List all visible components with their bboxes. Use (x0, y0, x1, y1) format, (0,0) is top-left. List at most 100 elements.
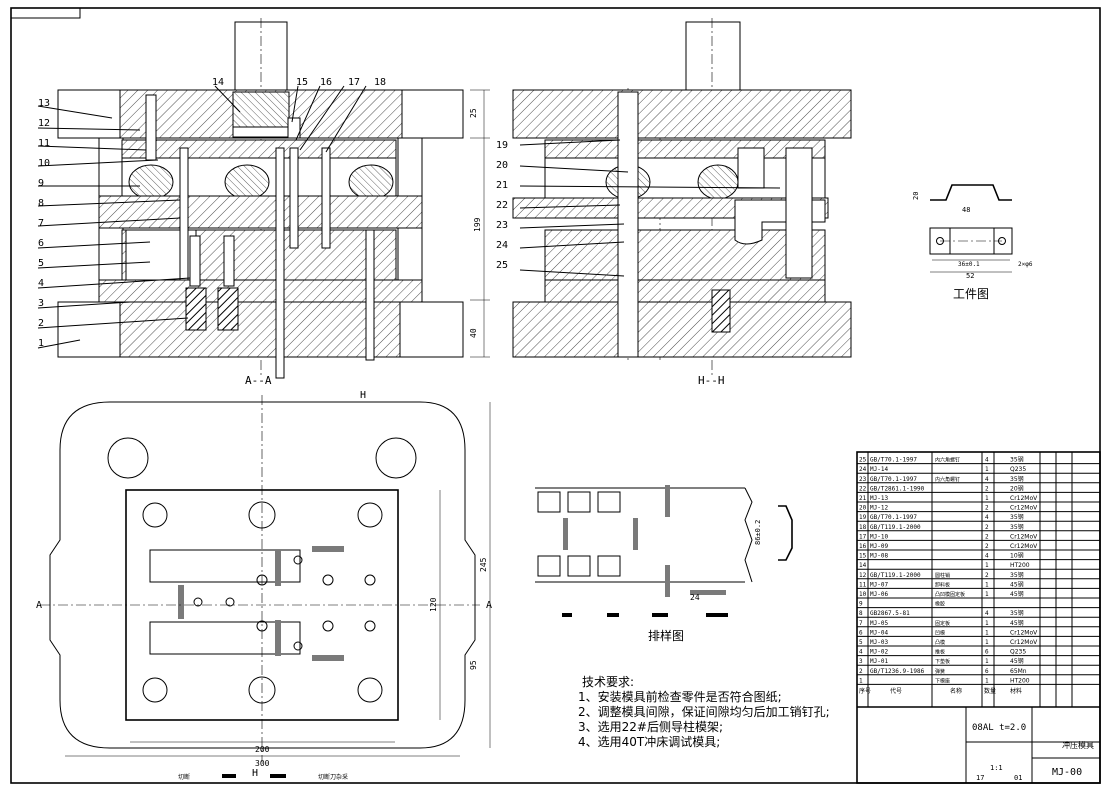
bom-qty: 2 (985, 533, 989, 540)
bom-qty: 1 (985, 629, 989, 636)
bom-qty: 4 (985, 514, 989, 521)
bom-no: 14 (859, 562, 867, 569)
bom-name: 卸料板 (935, 581, 950, 588)
part-number-24: 24 (496, 240, 508, 251)
technical-requirements: 技术要求: 1、安装模具前检查零件是否符合图纸; 2、调整模具间隙，保证间隙均匀… (578, 675, 830, 749)
bom-no: 22 (859, 485, 867, 492)
plan-label-a-left: A (36, 600, 42, 611)
bom-name: 凹模 (935, 629, 945, 636)
title-sheet-b: 01 (1014, 774, 1022, 782)
bom-no: 8 (859, 610, 863, 617)
bottom-note-left: 切断 (178, 773, 190, 781)
bom-code: MJ-13 (870, 495, 888, 502)
part-number-1: 1 (38, 338, 44, 349)
part-number-11: 11 (38, 138, 50, 149)
dim-24: 24 (690, 593, 700, 602)
bom-code: MJ-05 (870, 620, 888, 627)
bom-name: 凸模 (935, 639, 945, 646)
bom-mat: 45钢 (1010, 619, 1024, 627)
section-aa-view (37, 18, 490, 379)
part-number-3: 3 (38, 298, 44, 309)
bom-code: GB/T70.1-1997 (870, 476, 917, 483)
bom-mat: 35钢 (1010, 523, 1024, 531)
part-number-19: 19 (496, 140, 508, 151)
title-material: 08AL t=2.0 (972, 723, 1026, 733)
bom-name: 内六角螺钉 (935, 457, 960, 464)
bom-qty: 4 (985, 476, 989, 483)
dim-95: 95 (469, 660, 478, 670)
dim-300: 300 (255, 759, 270, 768)
dim-86: 86±0.2 (754, 520, 762, 545)
sheet-tab (11, 8, 81, 19)
bom-code: GB/T70.1-1997 (870, 514, 917, 521)
bom-mat: Cr12MoV (1010, 495, 1038, 502)
title-drawing-no: MJ-00 (1052, 767, 1082, 778)
bom-qty: 1 (985, 591, 989, 598)
dimensions: 25 199 40 245 120 95 200 300 24 86±0.2 2… (255, 108, 1033, 768)
bom-code: MJ-08 (870, 553, 888, 560)
bom-no: 1 (859, 677, 863, 684)
tech-item-1: 1、安装模具前检查零件是否符合图纸; (578, 689, 782, 704)
plan-view (40, 395, 491, 778)
part-number-9: 9 (38, 178, 44, 189)
bom-qty: 4 (985, 610, 989, 617)
bom-qty: 1 (985, 581, 989, 588)
bom-name: 凸凹模固定板 (935, 591, 965, 598)
bom-no: 2 (859, 668, 863, 675)
bom-name: 推板 (935, 649, 945, 656)
wp-dim-20: 20 (912, 192, 920, 200)
layout-title: 排样图 (648, 628, 684, 643)
bom-code: MJ-04 (870, 629, 888, 636)
bom-header-cell: 名称 (950, 687, 962, 695)
bom-no: 11 (859, 581, 867, 588)
bom-code: MJ-01 (870, 658, 888, 665)
bom-mat: 35钢 (1010, 456, 1024, 464)
bom-mat: Q235 (1010, 466, 1026, 473)
bom-no: 18 (859, 524, 867, 531)
dim-200: 200 (255, 745, 270, 754)
bom-qty: 1 (985, 658, 989, 665)
part-number-25: 25 (496, 260, 508, 271)
bom-mat: Cr12MoV (1010, 543, 1038, 550)
plan-label-a-right: A (486, 600, 492, 611)
bom-header-cell: 序号 (859, 687, 871, 695)
bom-qty: 6 (985, 649, 989, 656)
bom-qty: 4 (985, 457, 989, 464)
bom-mat: 35钢 (1010, 609, 1024, 617)
plan-label-h-bottom: H (252, 768, 258, 779)
bom-no: 21 (859, 495, 867, 502)
plan-label-h-top: H (360, 390, 366, 401)
bom-code: MJ-12 (870, 505, 888, 512)
wp-dim-phi: 2×φ6 (1018, 261, 1033, 268)
bom-no: 3 (859, 658, 863, 665)
bom-mat: 45钢 (1010, 657, 1024, 665)
bom-code: MJ-09 (870, 543, 888, 550)
bom-mat: 35钢 (1010, 475, 1024, 483)
part-number-17: 17 (348, 77, 360, 88)
bom-mat: Cr12MoV (1010, 505, 1038, 512)
wp-dim-36: 36±0.1 (958, 261, 980, 268)
bom-mat: HT200 (1010, 677, 1030, 684)
bom-mat: Cr12MoV (1010, 629, 1038, 636)
dim-245: 245 (479, 557, 488, 572)
bom-qty: 6 (985, 668, 989, 675)
bom-name: 弹簧 (935, 668, 945, 675)
bom-mat: Q235 (1010, 649, 1026, 656)
part-number-7: 7 (38, 218, 44, 229)
bom-no: 12 (859, 572, 867, 579)
part-number-10: 10 (38, 158, 50, 169)
bom-name: 下垫板 (935, 658, 950, 665)
bom-header-cell: 代号 (890, 687, 902, 695)
bom-name: 固定板 (935, 620, 950, 627)
bom-qty: 4 (985, 553, 989, 560)
bom-code: GB/T70.1-1997 (870, 457, 917, 464)
strip-layout (535, 485, 793, 617)
part-number-18: 18 (374, 77, 386, 88)
bom-no: 15 (859, 553, 867, 560)
bom-code: MJ-10 (870, 533, 888, 540)
section-hh-label: H--H (698, 374, 725, 387)
part-number-13: 13 (38, 98, 50, 109)
